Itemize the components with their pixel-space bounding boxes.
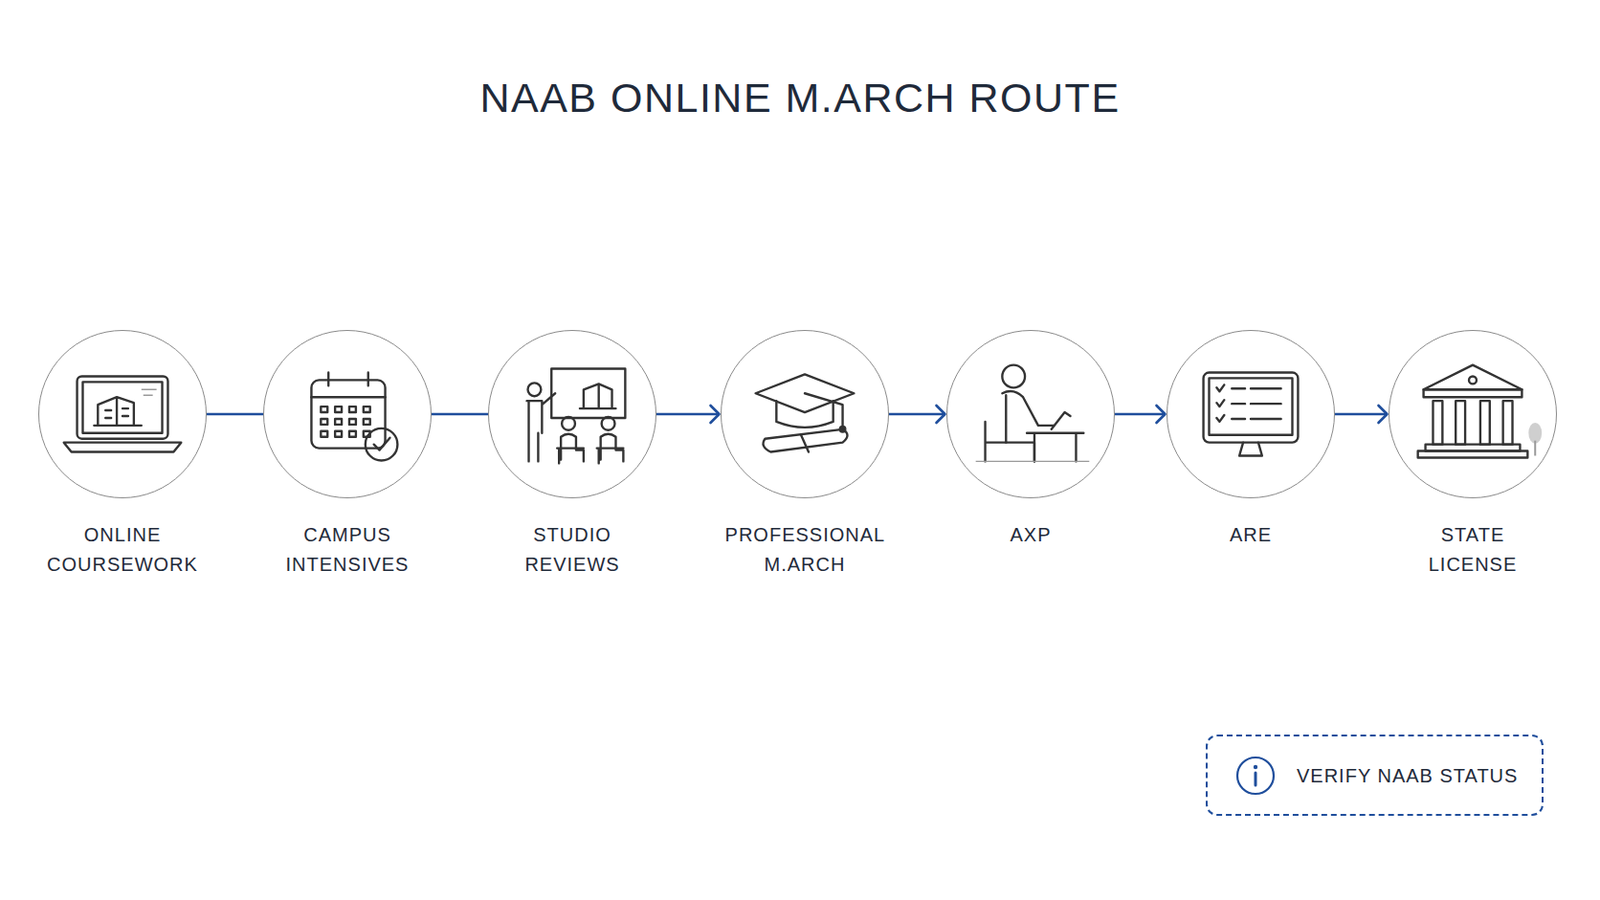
flow-connector: [656, 405, 720, 423]
step-label: CAMPUS INTENSIVES: [286, 520, 410, 580]
flow-connector: [1114, 405, 1166, 423]
flow-connector: [431, 414, 489, 416]
step-circle: STUDIO REVIEWS: [488, 330, 657, 499]
step-label: PROFESSIONAL M.ARCH: [725, 520, 886, 580]
step-icon: [1389, 331, 1556, 498]
step-label: ARE: [1229, 520, 1272, 551]
flow-connector: [888, 405, 946, 423]
step-circle: ONLINE COURSEWORK: [38, 330, 207, 499]
step-label: STATE LICENSE: [1428, 520, 1518, 580]
note-text: VERIFY NAAB STATUS: [1296, 764, 1518, 787]
step-icon: [947, 331, 1114, 498]
step-circle: PROFESSIONAL M.ARCH: [720, 330, 889, 499]
flow-connector: [206, 414, 264, 416]
diagram-title: NAAB ONLINE M.ARCH ROUTE: [0, 74, 1600, 122]
note-box: VERIFY NAAB STATUS: [1205, 734, 1544, 817]
step-label: ONLINE COURSEWORK: [46, 520, 199, 580]
step-circle: AXP: [946, 330, 1115, 499]
step-icon: [721, 331, 889, 498]
step-circle: CAMPUS INTENSIVES: [263, 330, 432, 499]
step-icon: [264, 331, 431, 498]
step-circle: ARE: [1166, 330, 1335, 499]
step-icon: [39, 331, 206, 498]
flow-connector: [1334, 405, 1388, 423]
step-circle: STATE LICENSE: [1388, 330, 1557, 499]
step-label: STUDIO REVIEWS: [524, 520, 620, 580]
step-icon: [1167, 331, 1334, 498]
step-icon: [488, 331, 656, 498]
info-icon: [1233, 754, 1278, 799]
step-label: AXP: [1009, 520, 1051, 551]
